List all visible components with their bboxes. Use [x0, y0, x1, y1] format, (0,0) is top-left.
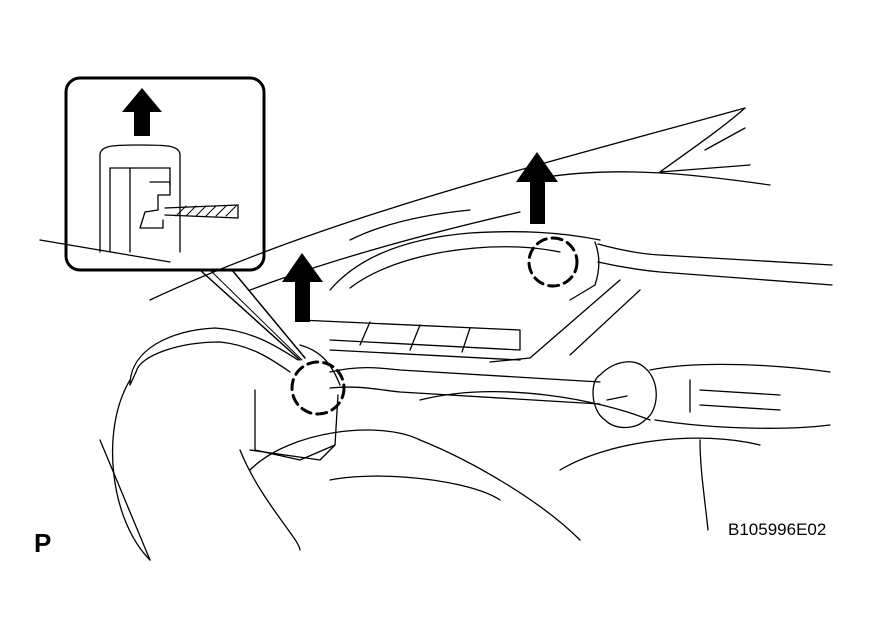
- clip-bracket-right: [329, 231, 601, 301]
- clip-bracket-left: [129, 327, 341, 461]
- background-structure: [39, 107, 771, 561]
- dashed-circle-icon: [290, 236, 579, 416]
- screwdriver-icon: [597, 243, 833, 286]
- arrow-up-icon: [122, 88, 162, 136]
- figure-code: B105996E02: [728, 520, 827, 539]
- arrow-up-icon: [516, 152, 558, 224]
- detail-callout: [64, 76, 306, 361]
- corner-label: P: [34, 528, 52, 558]
- arrow-up-icon: [282, 253, 323, 322]
- screwdriver-icon: [329, 361, 831, 429]
